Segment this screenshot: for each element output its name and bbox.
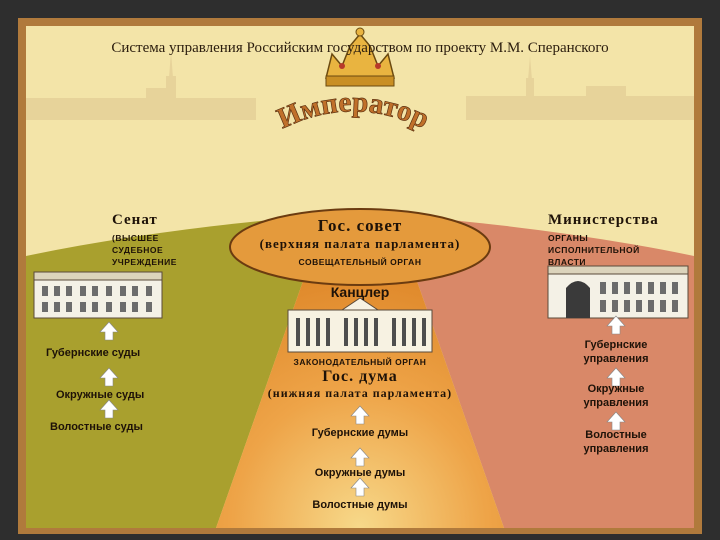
ministries-title: Министерства [548, 212, 659, 229]
ministries-building-icon [548, 266, 688, 318]
duma-subtitle: (нижняя палата парламента) [230, 386, 490, 401]
senate-building-icon [34, 272, 162, 318]
council-title: Гос. совет [260, 216, 460, 236]
diagram-canvas: Система управления Российским государств… [26, 26, 694, 528]
emperor-label: Император [248, 84, 458, 144]
council-subtitle: (верхняя палата парламента) [230, 236, 490, 252]
senate-level-2: Окружные суды [56, 388, 144, 402]
crown-icon [326, 28, 394, 86]
ministries-desc-3: ВЛАСТИ [548, 256, 586, 268]
diagram-title: Система управления Российским государств… [26, 40, 694, 57]
senate-level-1: Губернские суды [46, 346, 140, 360]
senate-title: Сенат [112, 212, 158, 229]
ministries-desc-1: ОРГАНЫ [548, 232, 588, 244]
senate-desc-2: СУДЕБНОЕ [112, 244, 163, 256]
ministries-desc-2: ИСПОЛНИТЕЛЬНОЙ [548, 244, 640, 256]
senate-desc-1: (ВЫСШЕЕ [112, 232, 159, 244]
duma-level-3: Волостные думы [260, 498, 460, 512]
duma-level-1: Губернские думы [260, 426, 460, 440]
duma-title: Гос. дума [260, 368, 460, 386]
chancellor-label: Канцлер [300, 284, 420, 300]
senate-desc-3: УЧРЕЖДЕНИЕ [112, 256, 177, 268]
council-note: СОВЕЩАТЕЛЬНЫЙ ОРГАН [260, 256, 460, 268]
duma-level-2: Окружные думы [260, 466, 460, 480]
svg-text:Император: Император [272, 86, 433, 135]
senate-level-3: Волостные суды [50, 420, 143, 434]
duma-note: ЗАКОНОДАТЕЛЬНЫЙ ОРГАН [250, 356, 470, 368]
